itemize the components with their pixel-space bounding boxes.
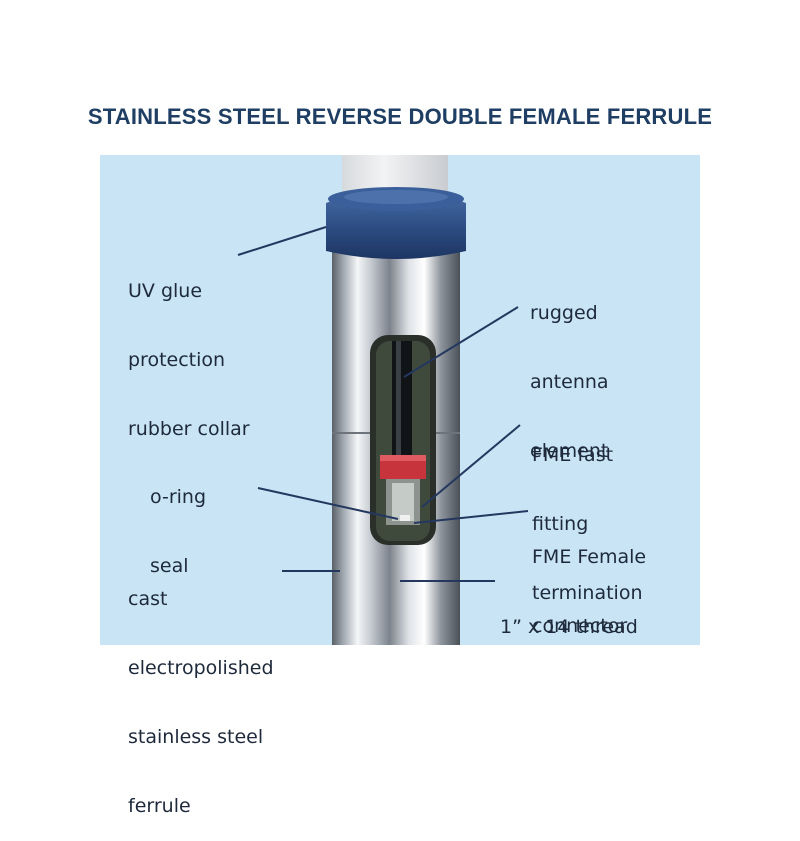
antenna-element <box>392 341 412 461</box>
label-fme-female: FME Female connector <box>532 546 647 637</box>
leader-fme-female <box>413 510 529 524</box>
label-fme-fast: FME fast fitting termination <box>532 444 643 604</box>
leader-uv-collar <box>237 226 327 256</box>
photo-panel <box>100 155 700 645</box>
label-thread: 1” x 14 thread <box>500 616 638 638</box>
label-antenna-element: rugged antenna element <box>530 302 609 462</box>
label-uv-collar: UV glue protection rubber collar <box>128 280 250 440</box>
leader-o-ring <box>257 487 399 520</box>
ferrule-illustration <box>100 155 700 645</box>
leader-lines <box>237 226 529 582</box>
label-ferrule: cast electropolished stainless steel fer… <box>128 588 274 817</box>
leader-fme-fast <box>421 424 521 508</box>
label-o-ring: o-ring seal <box>150 486 207 577</box>
leader-antenna <box>403 306 519 378</box>
diagram-title: STAINLESS STEEL REVERSE DOUBLE FEMALE FE… <box>87 104 713 129</box>
